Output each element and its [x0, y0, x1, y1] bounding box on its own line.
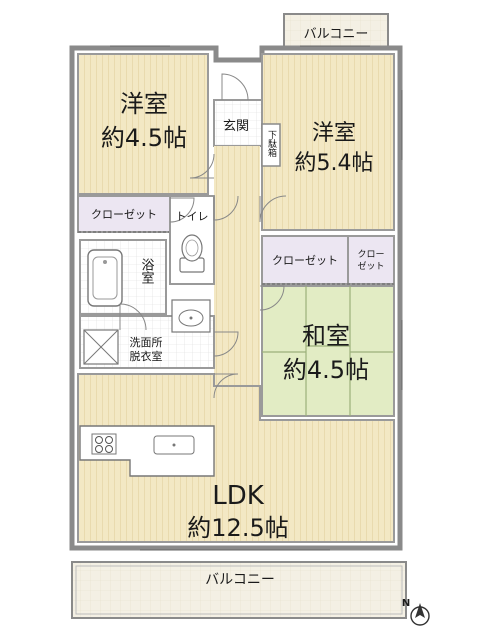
- balcony-top-label: バルコニー: [304, 27, 369, 42]
- hallway-floor: [214, 146, 260, 386]
- washing-machine-pan: [83, 329, 119, 365]
- western-room-2-floor: [261, 53, 395, 231]
- balcony-bottom: [71, 561, 407, 619]
- bathtub: [87, 249, 123, 307]
- door-swings: [119, 73, 287, 399]
- washroom-label: 洗面所脱衣室: [130, 336, 163, 363]
- shoe-box: [261, 123, 281, 167]
- closet-japanese-label: クローゼット: [272, 254, 338, 267]
- ldk-floor: [77, 373, 395, 543]
- closet-small-label: クローゼット: [357, 249, 384, 272]
- toilet-label: トイレ: [176, 210, 209, 223]
- shoe-box-label: 下駄箱: [266, 130, 277, 158]
- entrance-floor: [213, 99, 263, 147]
- compass-label: N: [402, 598, 410, 609]
- entrance-label: 玄関: [223, 119, 249, 134]
- western-room-2-size: 約5.4帖: [295, 151, 374, 176]
- ldk-name: LDK: [212, 481, 265, 511]
- ldk-size: 約12.5帖: [187, 514, 288, 542]
- closet-western-1: [77, 195, 171, 233]
- toilet-fixture: [179, 234, 205, 273]
- japanese-room-floor: [261, 285, 395, 417]
- balcony-bottom-label: バルコニー: [205, 572, 275, 588]
- sink: [171, 299, 211, 333]
- closet-western-1-label: クローゼット: [91, 208, 157, 221]
- western-room-1-name: 洋室: [120, 90, 168, 118]
- western-room-2-name: 洋室: [312, 121, 356, 146]
- windows: [110, 45, 403, 551]
- japanese-room-name: 和室: [302, 322, 350, 350]
- japanese-room-size: 約4.5帖: [283, 356, 369, 384]
- bath-label: 浴室: [139, 258, 155, 284]
- north-compass-icon: [410, 603, 430, 626]
- western-room-1-floor: [77, 53, 209, 195]
- kitchen-counter: [79, 425, 215, 477]
- western-room-1-size: 約4.5帖: [101, 124, 187, 152]
- closet-small: [347, 235, 395, 285]
